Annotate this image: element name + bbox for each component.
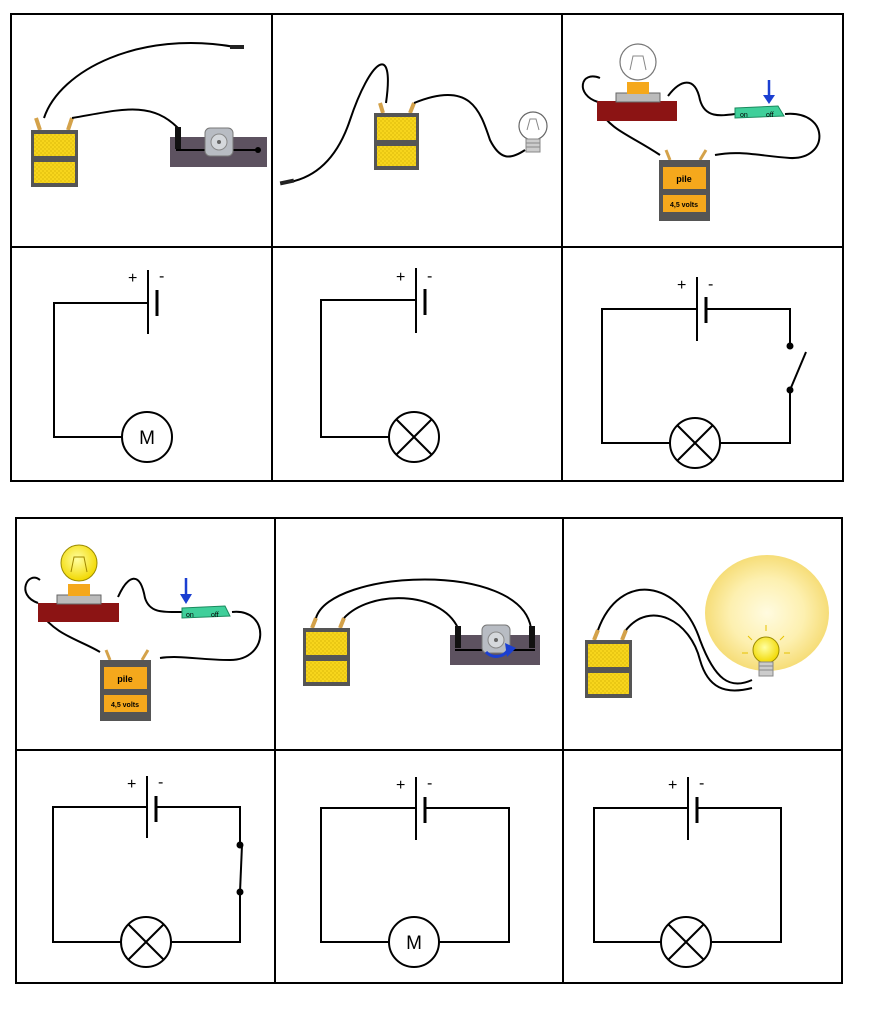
minus-sign: -	[427, 775, 432, 792]
battery-box-icon: pile 4,5 volts	[100, 649, 151, 721]
plus-sign: +	[128, 270, 137, 287]
switch-on-label: on	[740, 112, 748, 119]
lamp-symbol	[388, 411, 440, 463]
switch-icon: on off	[181, 605, 231, 619]
picture-battery-bulb-closed	[585, 555, 829, 698]
battery-icon	[31, 117, 78, 187]
picture-lamp-switch-circuit: on off pile 4,5 volts	[581, 43, 821, 221]
picture-battery-motor-open	[31, 42, 267, 187]
switch-off-label: off	[211, 612, 219, 619]
motor-symbol	[121, 411, 173, 463]
minus-sign: -	[159, 268, 164, 285]
grid-top	[10, 13, 844, 482]
lamp-symbol	[669, 417, 721, 469]
plus-sign: +	[396, 269, 405, 286]
plus-sign: +	[396, 777, 405, 794]
bulb-icon	[742, 625, 790, 677]
minus-sign: -	[427, 268, 432, 285]
plus-sign: +	[127, 776, 136, 793]
motor-letter: M	[139, 428, 155, 449]
switch-symbol	[786, 342, 807, 394]
switch-off-label: off	[766, 112, 774, 119]
schematic-lamp-closed	[593, 777, 782, 968]
lamp-symbol	[660, 916, 712, 968]
schematic-motor-open	[53, 270, 173, 463]
battery-box-icon: pile 4,5 volts	[659, 149, 710, 221]
schematic-lamp-open	[320, 268, 440, 463]
bulb-icon	[518, 111, 548, 153]
battery-box-name: pile	[117, 674, 133, 684]
schematic-lamp-switch-open	[601, 277, 807, 469]
schematic-motor-closed	[320, 777, 510, 968]
motor-icon	[170, 127, 267, 167]
arrow-down-icon	[763, 80, 775, 104]
picture-battery-motor-closed	[303, 578, 540, 686]
battery-box-voltage: 4,5 volts	[111, 702, 139, 709]
minus-sign: -	[158, 774, 163, 791]
switch-symbol	[236, 841, 244, 896]
battery-icon	[585, 629, 632, 698]
motor-letter: M	[406, 933, 422, 954]
lamp-symbol	[120, 916, 172, 968]
battery-icon	[374, 102, 419, 170]
lamp-holder-icon	[597, 43, 677, 121]
picture-lit-lamp-switch-circuit: on off pile 4,5 volts	[24, 544, 262, 721]
lamp-holder-icon	[38, 544, 119, 622]
minus-sign: -	[699, 775, 704, 792]
grid-bottom	[15, 517, 843, 984]
battery-box-name: pile	[676, 174, 692, 184]
battery-box-voltage: 4,5 volts	[670, 202, 698, 209]
plus-sign: +	[677, 277, 686, 294]
plus-sign: +	[668, 777, 677, 794]
arrow-down-icon	[180, 578, 192, 604]
battery-icon	[303, 617, 350, 686]
picture-battery-bulb-open	[279, 63, 548, 186]
switch-icon: on off	[734, 105, 785, 119]
motor-symbol	[388, 916, 440, 968]
motor-icon	[450, 624, 540, 665]
glow	[705, 555, 829, 671]
schematic-lamp-switch-closed	[52, 776, 244, 968]
switch-on-label: on	[186, 612, 194, 619]
minus-sign: -	[708, 276, 713, 293]
